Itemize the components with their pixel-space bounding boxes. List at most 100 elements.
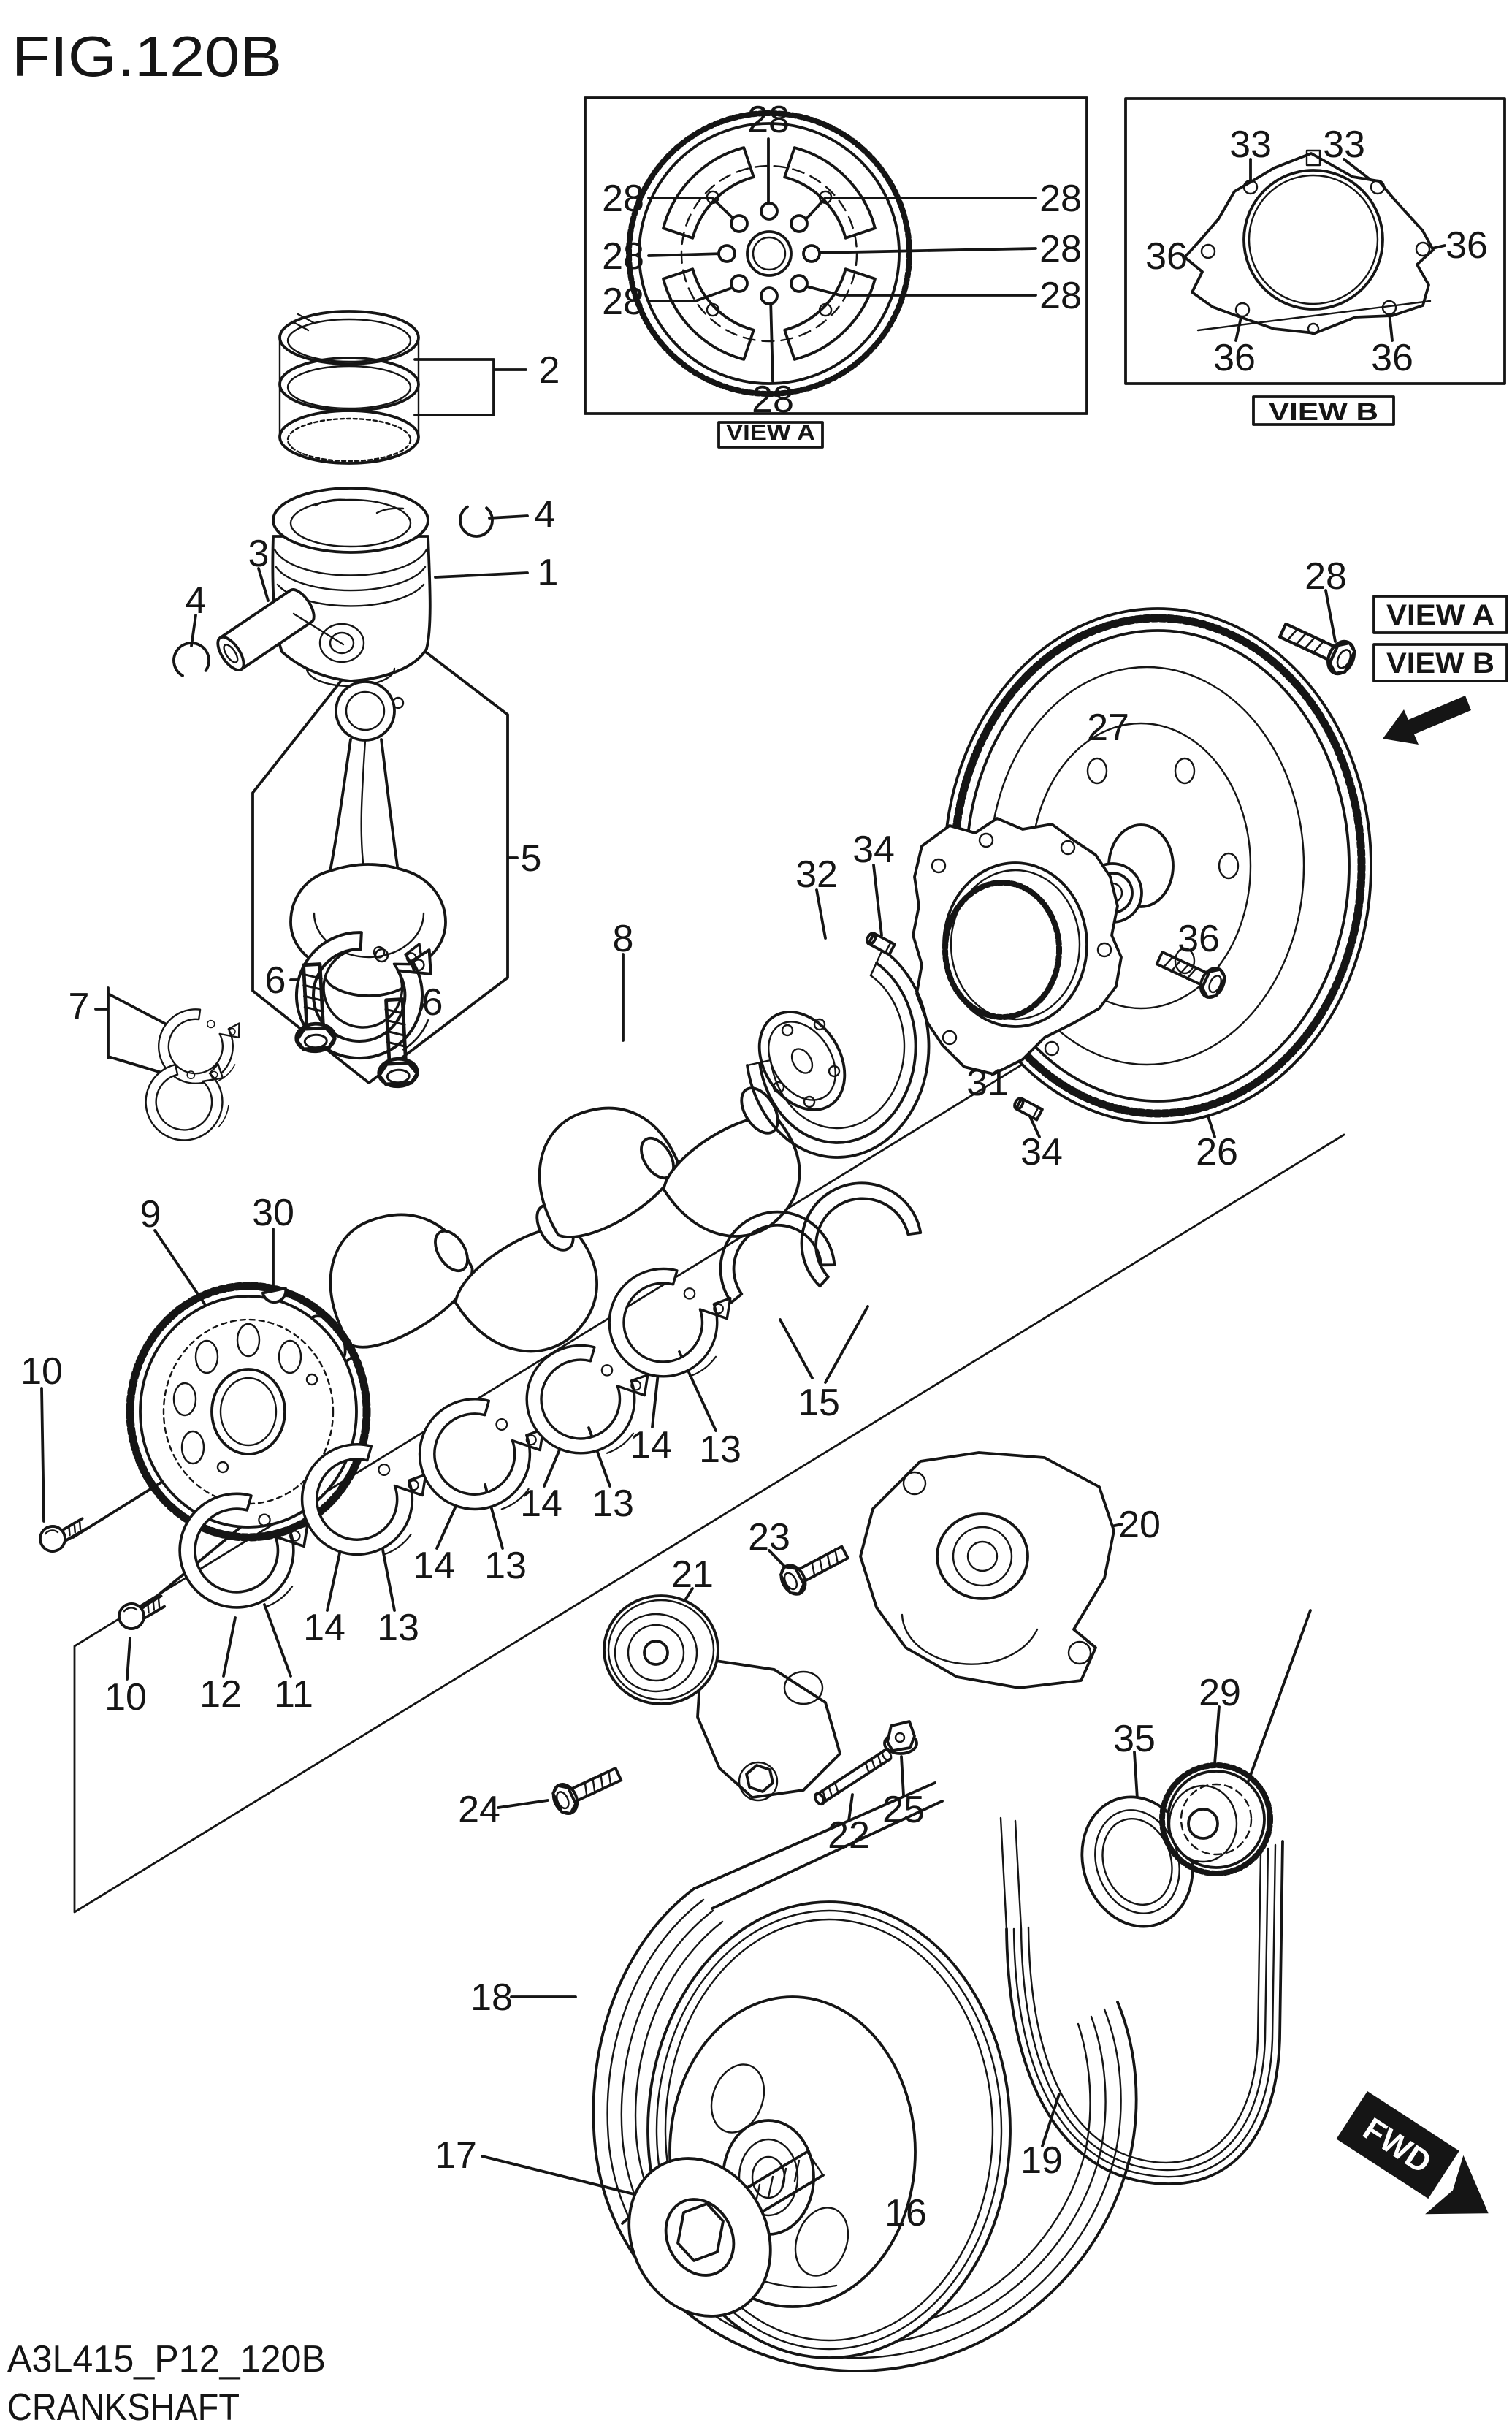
dowel-pin-34b bbox=[1011, 1095, 1044, 1122]
part-number-label: 28 bbox=[602, 178, 644, 220]
figure-title: FIG.120B bbox=[12, 24, 282, 88]
part-number-label: 31 bbox=[966, 1062, 1009, 1104]
pin-clip-right bbox=[459, 503, 494, 538]
part-number-label: 13 bbox=[699, 1428, 741, 1471]
view-b-caption: VIEW B bbox=[1269, 398, 1378, 426]
sensor-gear-drawing bbox=[36, 1282, 371, 1633]
part-number-label: 36 bbox=[1213, 337, 1256, 379]
footer-name: CRANKSHAFT bbox=[7, 2386, 240, 2428]
part-number-label: 18 bbox=[470, 1976, 513, 2019]
part-number-label: 29 bbox=[1199, 1672, 1241, 1714]
view-b-ref-box bbox=[1372, 643, 1508, 682]
part-number-label: 25 bbox=[882, 1789, 925, 1831]
gear-screw-10b bbox=[115, 1594, 169, 1633]
view-a-caption: VIEW A bbox=[726, 419, 815, 445]
part-number-label: 27 bbox=[1087, 707, 1129, 749]
view-a-flywheel-drawing bbox=[626, 110, 912, 397]
part-number-label: 28 bbox=[1039, 178, 1082, 220]
part-number-label: 11 bbox=[274, 1673, 313, 1716]
thrust-washers-drawing bbox=[719, 1181, 923, 1304]
part-number-label: 36 bbox=[1177, 918, 1220, 960]
tensioner-21-drawing bbox=[603, 1594, 841, 1802]
part-number-label: 9 bbox=[140, 1193, 161, 1236]
view-a-ref-box bbox=[1372, 595, 1508, 634]
part-number-label: 14 bbox=[630, 1424, 672, 1466]
stud-22 bbox=[813, 1748, 893, 1806]
view-a-inset-box bbox=[584, 96, 1088, 415]
thrust-shells-drawing bbox=[131, 1002, 248, 1155]
gear-screw-10a bbox=[36, 1517, 91, 1556]
view-b-ref-label: VIEW B bbox=[1386, 647, 1494, 680]
view-a-ref-label: VIEW A bbox=[1386, 599, 1494, 631]
part-number-label: 33 bbox=[1323, 123, 1365, 166]
part-number-label: 28 bbox=[602, 281, 644, 323]
part-number-label: 22 bbox=[828, 1814, 870, 1857]
pin-clip-left bbox=[172, 642, 210, 680]
part-number-label: 34 bbox=[1020, 1131, 1063, 1173]
part-number-label: 10 bbox=[104, 1676, 147, 1719]
view-b-inset-box bbox=[1124, 97, 1506, 385]
part-number-label: 36 bbox=[1371, 337, 1413, 379]
part-number-label: 14 bbox=[520, 1483, 562, 1525]
part-number-label: 6 bbox=[422, 981, 443, 1024]
woodruff-key-30 bbox=[261, 1287, 288, 1304]
part-number-label: 32 bbox=[795, 853, 838, 896]
part-number-label: 17 bbox=[435, 2134, 477, 2177]
part-number-label: 16 bbox=[885, 2192, 927, 2234]
part-number-label: 3 bbox=[248, 533, 270, 575]
part-number-label: 6 bbox=[265, 959, 286, 1002]
part-number-label: 35 bbox=[1113, 1718, 1156, 1760]
piston-pin-drawing bbox=[216, 588, 316, 671]
part-number-label: 13 bbox=[484, 1545, 527, 1587]
part-number-label: 14 bbox=[413, 1545, 455, 1587]
part-number-label: 5 bbox=[521, 837, 542, 880]
part-number-label: 4 bbox=[535, 493, 556, 536]
part-number-label: 28 bbox=[1039, 228, 1082, 270]
connecting-rod-drawing bbox=[282, 680, 451, 1087]
part-number-label: 19 bbox=[1020, 2139, 1063, 2182]
fwd-banner: FWD bbox=[1336, 2091, 1489, 2215]
part-number-label: 20 bbox=[1118, 1504, 1161, 1546]
crank-timing-gear-29 bbox=[1159, 1762, 1273, 1876]
dowel-pin-34a bbox=[863, 930, 896, 956]
part-number-label: 28 bbox=[747, 99, 790, 141]
part-number-label: 13 bbox=[592, 1483, 634, 1525]
nut-25 bbox=[883, 1720, 918, 1755]
piston-drawing bbox=[172, 487, 494, 688]
part-number-label: 13 bbox=[377, 1607, 419, 1649]
part-number-label: 14 bbox=[303, 1607, 345, 1649]
main-group-parallelogram bbox=[73, 1045, 1345, 1914]
part-number-label: 21 bbox=[671, 1553, 714, 1596]
part-number-label: 24 bbox=[458, 1789, 500, 1831]
view-b-caption-box bbox=[1252, 395, 1395, 426]
part-number-label: 33 bbox=[1229, 123, 1272, 166]
belt-19-drawing bbox=[999, 1816, 1284, 2185]
conrod-group-hexagon bbox=[251, 621, 509, 1084]
bolt-24 bbox=[547, 1759, 627, 1819]
part-number-label: 28 bbox=[752, 378, 794, 421]
part-number-label: 4 bbox=[186, 579, 207, 622]
part-number-label: 12 bbox=[199, 1673, 242, 1716]
part-number-label: 8 bbox=[613, 918, 634, 960]
part-number-label: 1 bbox=[538, 552, 559, 594]
part-number-label: 28 bbox=[1305, 555, 1347, 598]
part-number-label: 36 bbox=[1446, 224, 1488, 267]
part-number-label: 15 bbox=[798, 1382, 840, 1424]
group-outlines bbox=[73, 96, 1508, 1914]
part-number-label: 28 bbox=[1039, 275, 1082, 317]
view-a-caption-box bbox=[717, 421, 824, 449]
rear-retainer-drawing bbox=[912, 817, 1123, 1076]
bracket-20-drawing bbox=[859, 1451, 1115, 1689]
view-b-retainer-drawing bbox=[1183, 149, 1435, 335]
part-number-label: 2 bbox=[539, 349, 560, 392]
part-number-label: 23 bbox=[748, 1516, 790, 1559]
part-number-label: 28 bbox=[602, 235, 644, 278]
part-number-label: 34 bbox=[852, 829, 895, 871]
pulley-bolt-17 bbox=[627, 2150, 825, 2318]
piston-rings-drawing bbox=[278, 310, 420, 465]
part-number-label: 26 bbox=[1196, 1131, 1238, 1173]
footer-code: A3L415_P12_120B bbox=[7, 2338, 326, 2381]
